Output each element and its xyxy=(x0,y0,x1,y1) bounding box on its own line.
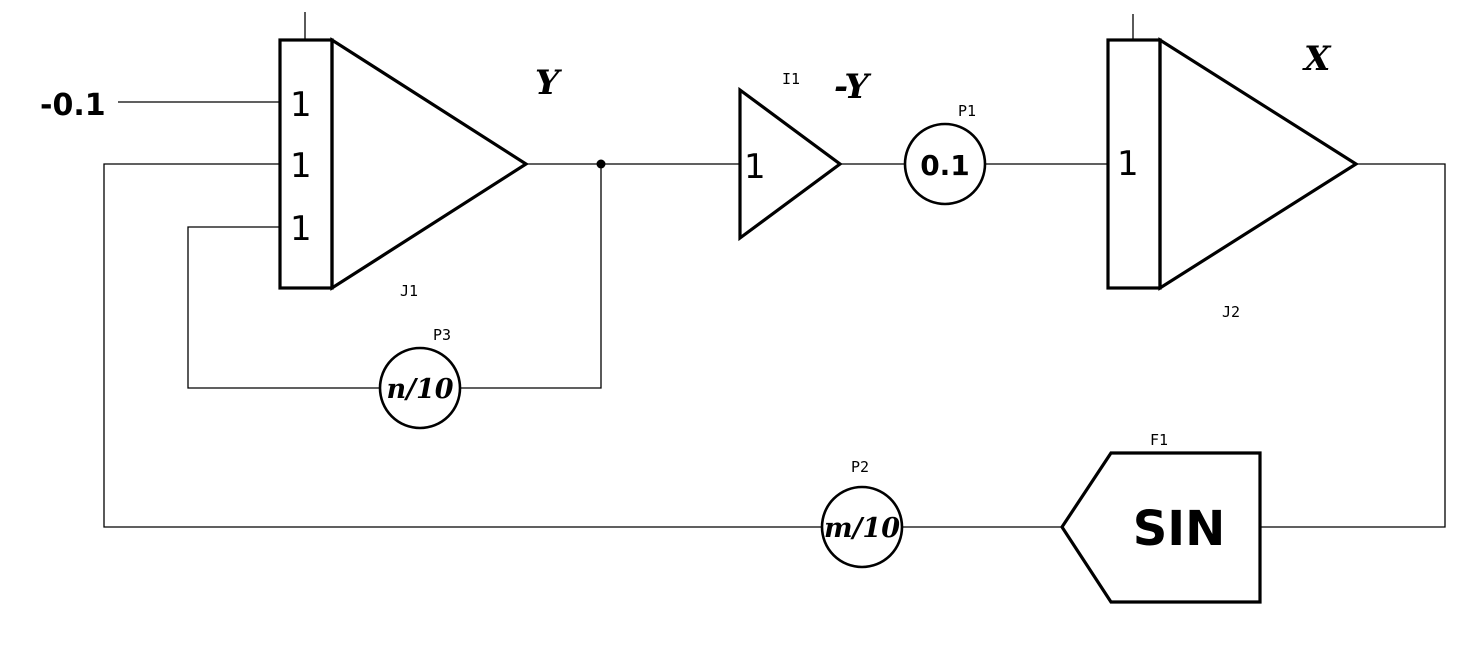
inverter-i1: 1 I1 -Y xyxy=(738,67,871,242)
integrator-j2: 1 J2 X xyxy=(1106,14,1359,321)
p1-value: 0.1 xyxy=(920,149,970,182)
p3-circle xyxy=(378,346,462,430)
p3-label: P3 xyxy=(433,326,451,344)
integrator-j1: 1 1 1 J1 Y xyxy=(278,12,562,300)
wire-p2-to-j1 xyxy=(103,163,822,528)
j1-triangle xyxy=(330,37,529,291)
potentiometer-p2: m/10 P2 xyxy=(820,458,904,569)
p1-label: P1 xyxy=(958,102,976,120)
i1-label: I1 xyxy=(782,70,800,88)
f1-label: F1 xyxy=(1150,431,1168,449)
j1-input-gain-3: 1 xyxy=(290,209,312,249)
potentiometer-p3: n/10 P3 xyxy=(378,326,462,430)
j2-output-variable: X xyxy=(1302,39,1332,79)
j2-triangle xyxy=(1158,37,1359,291)
wire-j2-to-sin xyxy=(1261,163,1446,528)
j1-label: J1 xyxy=(400,282,418,300)
j1-output-variable: Y xyxy=(535,63,562,103)
j2-label: J2 xyxy=(1222,303,1240,321)
constant-input-label: -0.1 xyxy=(40,88,106,123)
f1-shape xyxy=(1060,451,1262,604)
wire-p3-feedback-left xyxy=(187,226,379,389)
i1-output-variable: -Y xyxy=(834,67,871,107)
function-block-f1: SIN F1 xyxy=(1060,431,1262,604)
p2-value: m/10 xyxy=(824,513,900,544)
i1-triangle xyxy=(738,86,843,242)
i1-gain: 1 xyxy=(744,147,766,187)
f1-function: SIN xyxy=(1133,501,1226,557)
p3-value: n/10 xyxy=(386,374,453,405)
j1-input-gain-2: 1 xyxy=(290,146,312,186)
p2-label: P2 xyxy=(851,458,869,476)
potentiometer-p1: 0.1 P1 xyxy=(903,102,987,206)
wire-p3-feedback-right xyxy=(461,164,602,389)
j1-input-gain-1: 1 xyxy=(290,85,312,125)
j2-input-gain-1: 1 xyxy=(1117,144,1139,184)
